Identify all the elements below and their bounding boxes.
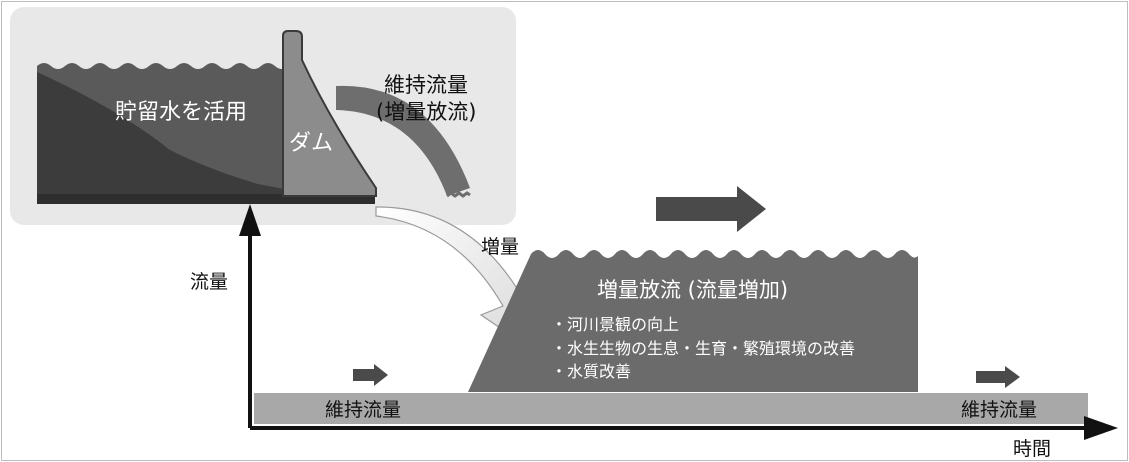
baseline-right-label: 維持流量	[961, 399, 1037, 421]
baseline-flow-band	[254, 393, 1088, 424]
x-axis-arrowhead	[1084, 416, 1118, 440]
flow-arrow-left-small	[353, 364, 388, 386]
increase-release-block	[468, 250, 918, 392]
stored-water-label: 貯留水を活用	[115, 100, 247, 125]
increase-label: 増量	[481, 236, 519, 258]
benefit-item: ・河川景観の向上	[551, 315, 679, 334]
flow-arrow-right-small	[976, 366, 1020, 388]
dam-body	[282, 30, 377, 197]
flow-arrow-large	[656, 186, 766, 232]
maintenance-release-label-line2: (増量放流)	[376, 100, 476, 124]
release-flow-splash	[446, 191, 471, 198]
reservoir-floor	[37, 194, 375, 204]
increased-release-label: 増量放流 (流量増加)	[597, 278, 788, 302]
benefit-item: ・水質改善	[551, 362, 631, 381]
dam-label: ダム	[289, 131, 333, 156]
release-flow	[336, 85, 470, 196]
y-axis-arrowhead	[239, 204, 261, 236]
y-axis-label: 流量	[190, 271, 228, 293]
baseline-left-label: 維持流量	[325, 399, 401, 421]
benefit-item: ・水生生物の生息・生育・繁殖環境の改善	[551, 339, 855, 358]
x-axis-label: 時間	[1013, 438, 1051, 460]
reservoir-bed	[37, 72, 289, 198]
maintenance-release-label-line1: 維持流量	[384, 73, 468, 97]
